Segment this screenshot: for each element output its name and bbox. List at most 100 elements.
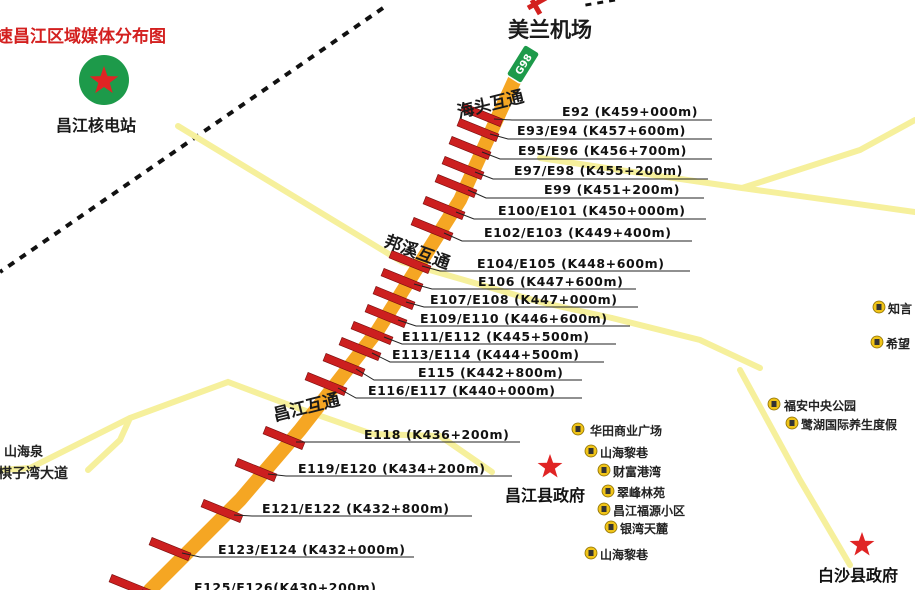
exit-leader-line	[443, 232, 692, 242]
road-east-3	[739, 185, 915, 215]
exit-leader-line	[474, 171, 708, 180]
poi-marker-glyph	[789, 420, 795, 426]
billboard-markers	[108, 103, 504, 590]
dashed-boundary-top	[579, 0, 616, 8]
billboard-marker	[388, 250, 432, 274]
power-plant-icon	[79, 55, 129, 105]
government-star-icon	[849, 532, 875, 556]
exit-label: E95/E96 (K456+700m)	[518, 143, 687, 158]
billboard-marker	[460, 103, 504, 127]
poi-icons	[571, 300, 886, 560]
poi-label: 昌江福源小区	[613, 504, 686, 518]
poi-label: 银湾天麓	[620, 522, 669, 536]
billboard-marker	[200, 499, 244, 523]
exit-leader-line	[355, 368, 582, 381]
poi-label: 山海黎巷	[600, 548, 649, 562]
exit-label: E102/E103 (K449+400m)	[484, 225, 672, 240]
poi-label: 希望	[886, 337, 911, 351]
exit-label: E99 (K451+200m)	[544, 182, 681, 197]
road-qizi	[0, 378, 495, 475]
poi-marker-glyph	[605, 488, 611, 494]
road-to-baisha	[737, 367, 853, 568]
billboard-marker	[441, 156, 485, 180]
exit-leader-line	[489, 133, 712, 140]
exit-leader-line	[467, 189, 704, 199]
exit-leader-line	[371, 352, 604, 363]
exit-leader-line	[405, 301, 638, 308]
exit-label: E119/E120 (K434+200m)	[298, 461, 486, 476]
airport-arrow-icon	[526, 0, 548, 16]
poi-label: 翠峰林苑	[617, 486, 666, 500]
poi-label: 华田商业广场	[590, 424, 663, 438]
billboard-marker	[148, 537, 192, 561]
billboard-marker	[448, 136, 492, 160]
billboard-marker	[262, 426, 306, 450]
billboard-marker	[372, 286, 416, 310]
exit-label: E92 (K459+000m)	[562, 104, 699, 119]
road-west-branch	[85, 415, 133, 473]
exit-leader-line	[337, 387, 582, 399]
exit-leader-lines	[142, 118, 712, 590]
exit-leader-line	[233, 514, 472, 517]
poi-label: 财富港湾	[613, 465, 662, 479]
road-label: 山海泉	[4, 445, 44, 460]
poi-marker-glyph	[588, 550, 594, 556]
poi-marker-glyph	[874, 339, 880, 345]
exit-label: E118 (K436+200m)	[364, 427, 510, 442]
exit-label: E107/E108 (K447+000m)	[430, 292, 618, 307]
billboard-marker	[364, 304, 408, 328]
billboard-marker	[350, 321, 394, 345]
poi-label: 知言	[888, 302, 913, 316]
road-east-2	[609, 315, 763, 371]
exit-label: E121/E122 (K432+800m)	[262, 501, 450, 516]
local-roads	[0, 117, 915, 568]
g98-highway	[143, 61, 527, 590]
exit-leader-line	[397, 319, 630, 327]
poi-marker-glyph	[588, 448, 594, 454]
exit-leader-line	[493, 118, 712, 121]
exit-label: E113/E114 (K444+500m)	[392, 347, 580, 362]
billboard-marker	[422, 196, 466, 220]
government-star-icon	[537, 454, 563, 478]
exit-label: E116/E117 (K440+000m)	[368, 383, 556, 398]
exit-label: E109/E110 (K446+600m)	[420, 311, 608, 326]
exit-label: E115 (K442+800m)	[418, 365, 564, 380]
poi-marker-glyph	[608, 524, 614, 530]
exit-leader-line	[383, 336, 616, 345]
exit-label: E104/E105 (K448+600m)	[477, 256, 665, 271]
exit-label: E106 (K447+600m)	[478, 274, 624, 289]
dashed-boundary	[0, 6, 385, 274]
exit-leader-line	[481, 151, 712, 160]
poi-marker-glyph	[771, 401, 777, 407]
exit-leader-line	[181, 552, 414, 558]
power-plant-label: 昌江核电站	[56, 116, 137, 135]
road-label: 棋子湾大道	[0, 466, 68, 482]
g98-shield-icon: G98	[506, 44, 540, 84]
exit-label: E123/E124 (K432+000m)	[218, 542, 406, 557]
airport-label: 美兰机场	[508, 18, 592, 42]
government-label: 白沙县政府	[818, 566, 899, 585]
poi-label: 山海黎巷	[600, 446, 649, 460]
poi-marker-glyph	[601, 506, 607, 512]
exit-label: E100/E101 (K450+000m)	[498, 203, 686, 218]
exit-leader-line	[413, 283, 636, 290]
exit-leader-line	[267, 473, 512, 477]
billboard-marker	[234, 458, 278, 482]
poi-label: 福安中央公园	[784, 399, 857, 413]
poi-marker-glyph	[575, 426, 581, 432]
exit-label: E97/E98 (K455+200m)	[514, 163, 683, 178]
government-label: 昌江县政府	[505, 486, 586, 505]
exit-label: E111/E112 (K445+500m)	[402, 329, 590, 344]
billboard-marker	[322, 353, 366, 377]
poi-marker-glyph	[601, 467, 607, 473]
billboard-marker	[456, 118, 500, 142]
exit-label: E93/E94 (K457+600m)	[517, 123, 686, 138]
poi-marker-glyph	[876, 304, 882, 310]
poi-label: 鹭湖国际养生度假	[801, 418, 898, 432]
billboard-marker	[108, 574, 152, 590]
exit-leader-line	[421, 265, 690, 272]
exit-leader-line	[455, 211, 706, 220]
billboard-marker	[380, 268, 424, 292]
